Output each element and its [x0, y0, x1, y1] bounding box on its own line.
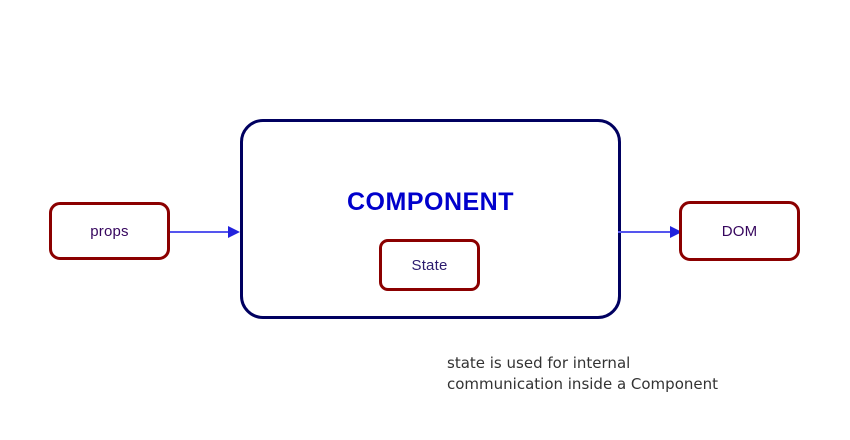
- state-node[interactable]: State: [379, 239, 480, 291]
- component-node-title: COMPONENT: [347, 188, 514, 216]
- props-to-component-arrow: [170, 222, 240, 242]
- component-node[interactable]: COMPONENT: [240, 119, 621, 319]
- arrow-right-icon: [170, 226, 240, 238]
- dom-node[interactable]: DOM: [679, 201, 800, 261]
- component-to-dom-arrow: [618, 222, 682, 242]
- diagram-caption: state is used for internal communication…: [447, 354, 718, 393]
- state-node-label: State: [411, 256, 448, 274]
- props-node[interactable]: props: [49, 202, 170, 260]
- arrow-right-icon: [618, 226, 682, 238]
- dom-node-label: DOM: [721, 222, 758, 240]
- props-node-label: props: [90, 222, 129, 240]
